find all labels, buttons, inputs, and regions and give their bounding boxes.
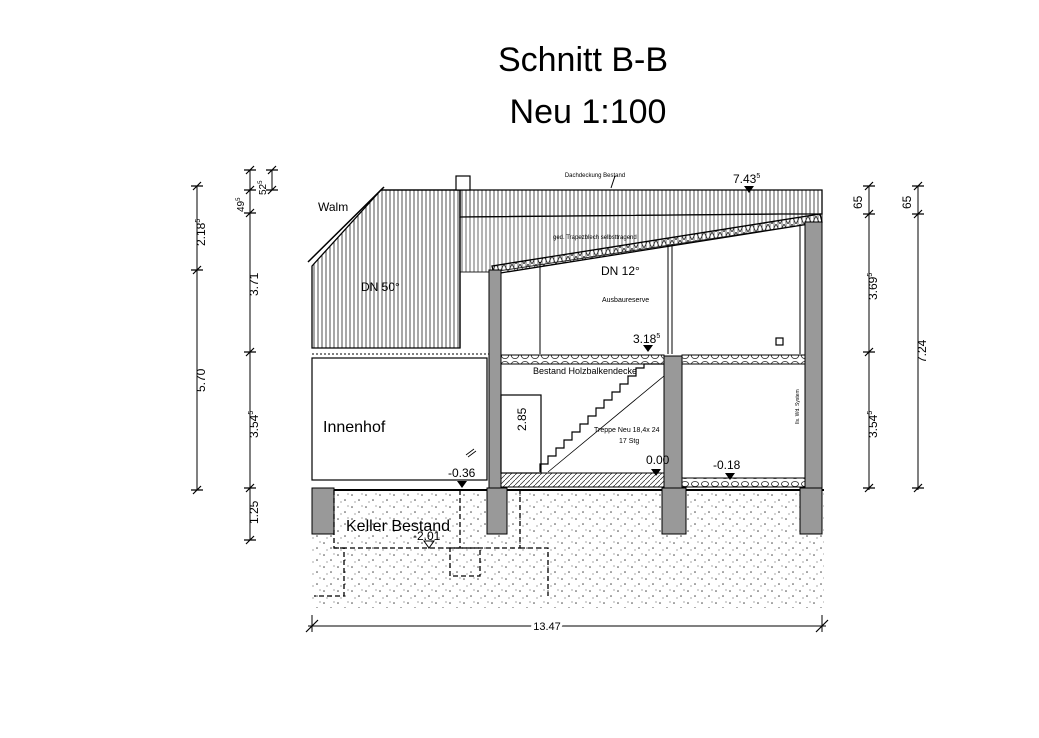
treppe-label-2: 17 Stg [619, 438, 639, 445]
ground-floor-slab [500, 472, 806, 488]
dim-left-outer-1: 2.185 [194, 219, 208, 246]
innenhof-label: Innenhof [323, 419, 386, 436]
treppe-label-1: Treppe Neu 18,4x 24 [594, 427, 660, 434]
dimension-ticks [191, 165, 924, 633]
annotations: Dachdeckung Bestand Walm ged. Trapezblec… [318, 173, 801, 535]
trapez-label: ged. Trapezblech selbsttragend [553, 235, 637, 241]
roof-cover-label: Dachdeckung Bestand [565, 173, 625, 179]
level-labels: 7.435 3.185 0.00 -0.18 -0.36 -2.01 [413, 172, 760, 543]
dim-left-inner-4: 3.545 [247, 411, 261, 438]
stair-height-label: 2.85 [515, 407, 529, 431]
ausbaureserve-label: Ausbaureserve [602, 297, 649, 304]
level-top: 7.435 [733, 172, 760, 186]
wall-note-label: Ils. Wd. System [795, 389, 801, 424]
dim-right-inner-2: 3.695 [866, 273, 880, 300]
dim-left-inner-2: 495 [236, 197, 247, 212]
dim-right-outer-1: 65 [900, 195, 914, 209]
dim-left-inner-1: 525 [258, 180, 269, 195]
courtyard [311, 357, 488, 481]
dim-bottom: 13.47 [533, 621, 561, 633]
keller-label: Keller Bestand [346, 518, 450, 535]
dimension-labels: 2.185 5.70 1.25 525 495 3.71 3.545 65 3.… [194, 180, 929, 636]
level-courtyard: -0.36 [448, 466, 476, 480]
dim-left-outer-2: 5.70 [194, 368, 208, 392]
dn50-label: DN 50° [361, 280, 400, 294]
level-cellar: -2.01 [413, 529, 441, 543]
level-upper: 3.185 [633, 332, 660, 346]
dim-right-outer-2: 7.24 [915, 339, 929, 363]
walm-label: Walm [318, 200, 348, 214]
dim-left-inner-3: 3.71 [247, 272, 261, 296]
level-ground: 0.00 [646, 453, 670, 467]
upper-walls [488, 221, 823, 489]
dn12-label: DN 12° [601, 264, 640, 278]
dim-left-outer-3: 1.25 [247, 500, 261, 524]
cellar-outline [314, 490, 549, 597]
drawing-title: Schnitt B-B [497, 41, 669, 79]
dimension-lines [196, 170, 919, 632]
level-markers [423, 175, 754, 549]
level-right-floor: -0.18 [713, 458, 741, 472]
joist-floor [312, 353, 806, 365]
dim-right-inner-1: 65 [851, 195, 865, 209]
dim-right-inner-3: 3.545 [866, 411, 880, 438]
drawing-subtitle: Neu 1:100 [509, 93, 667, 131]
holzbalkendecke-label: Bestand Holzbalkendecke [533, 366, 637, 376]
ground-soil [312, 489, 824, 608]
